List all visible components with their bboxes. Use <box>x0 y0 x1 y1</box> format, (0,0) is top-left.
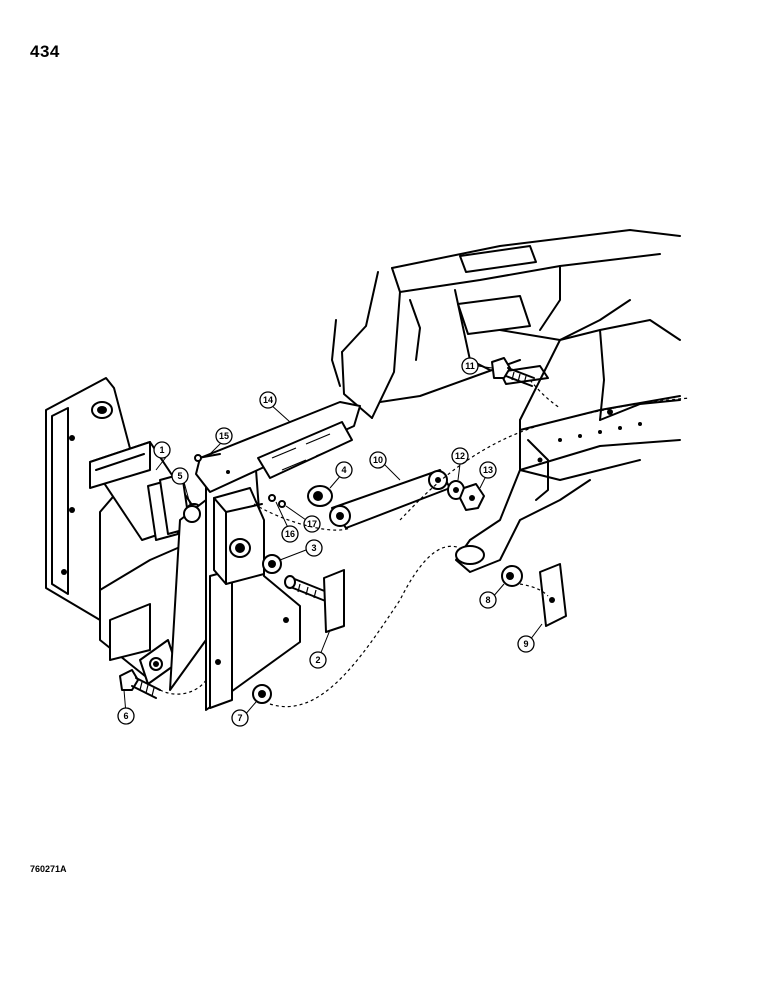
callout-13: 13 <box>479 461 497 489</box>
callout-12-label: 12 <box>455 451 465 461</box>
callout-15: 15 <box>209 427 233 455</box>
callout-9: 9 <box>517 623 543 653</box>
callout-11-label: 11 <box>465 361 475 371</box>
callout-2: 2 <box>309 629 331 669</box>
callout-6-label: 6 <box>123 711 128 721</box>
callout-4: 4 <box>329 461 353 489</box>
callout-12: 12 <box>451 447 469 481</box>
callout-14: 14 <box>259 391 291 423</box>
callout-11: 11 <box>461 357 493 375</box>
callout-17: 17 <box>285 505 321 533</box>
callout-17-label: 17 <box>307 519 317 529</box>
callout-2-label: 2 <box>315 655 320 665</box>
callout-8: 8 <box>479 583 505 609</box>
figure-code: 760271A <box>30 864 67 874</box>
page-number: 434 <box>30 42 60 61</box>
callout-15-label: 15 <box>219 431 229 441</box>
callout-16: 16 <box>275 501 299 543</box>
callout-8-label: 8 <box>485 595 490 605</box>
callout-14-label: 14 <box>263 395 273 405</box>
callout-13-label: 13 <box>483 465 493 475</box>
callout-5: 5 <box>171 467 191 505</box>
callout-1-label: 1 <box>159 445 164 455</box>
callout-9-label: 9 <box>523 639 528 649</box>
callout-6: 6 <box>117 689 135 725</box>
guard-plate-part <box>195 401 361 493</box>
tractor-frame <box>331 229 681 573</box>
hardware-parts <box>119 357 567 704</box>
mounting-bracket-assembly <box>45 377 301 711</box>
callout-4-label: 4 <box>341 465 346 475</box>
assembly-path-lines <box>159 379 691 708</box>
callout-5-label: 5 <box>177 471 182 481</box>
callout-1: 1 <box>153 441 171 471</box>
callout-3-label: 3 <box>311 543 316 553</box>
callout-7: 7 <box>231 701 257 727</box>
callout-3: 3 <box>279 539 323 561</box>
callout-10-label: 10 <box>373 455 383 465</box>
callout-7-label: 7 <box>237 713 242 723</box>
callout-16-label: 16 <box>285 529 295 539</box>
callout-10: 10 <box>369 451 401 481</box>
